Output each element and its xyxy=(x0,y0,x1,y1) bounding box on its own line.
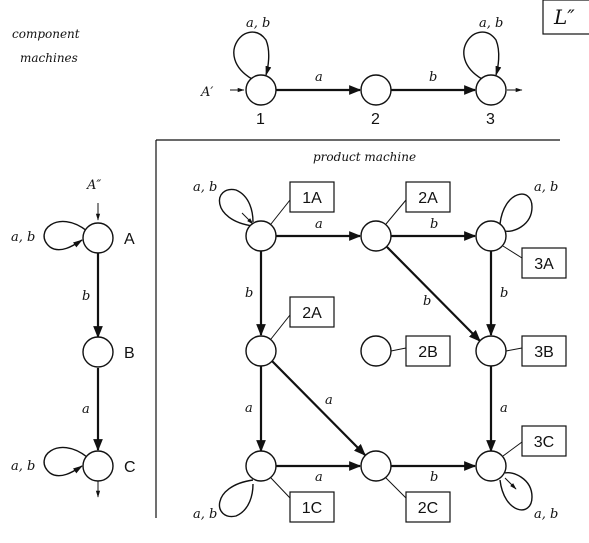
tag-box-1A xyxy=(289,181,335,213)
top-state1-loop xyxy=(233,31,272,80)
component-caption-line2: machines xyxy=(20,51,78,65)
left-state-A xyxy=(82,222,114,254)
tag-leader-3A xyxy=(502,245,523,259)
product-1A-loop-label: a, b xyxy=(193,180,217,195)
product-1C-loop xyxy=(218,479,254,518)
product-3C-loop xyxy=(499,471,533,511)
product-start-arrow xyxy=(241,212,254,225)
top-state3-loop-label: a, b xyxy=(479,16,503,31)
product-state-3B xyxy=(475,335,507,367)
tag-leader-2B xyxy=(390,347,407,352)
top-start-label: A′ xyxy=(200,85,213,100)
tag-2B: 2B xyxy=(418,344,438,361)
tag-1C: 1C xyxy=(302,500,322,517)
tag-box-3C xyxy=(521,425,567,457)
product-state-2A xyxy=(360,220,392,252)
left-start-label: A″ xyxy=(86,178,101,193)
left-state-C xyxy=(82,450,114,482)
product-state-3C xyxy=(475,450,507,482)
tag-box-3B xyxy=(521,335,567,367)
left-stateA-loop xyxy=(43,220,88,251)
title-box xyxy=(542,0,589,35)
product-state-1A xyxy=(245,220,277,252)
product-edge-2A-2C-label: a xyxy=(325,393,333,408)
product-state-2C xyxy=(360,450,392,482)
tag-3C: 3C xyxy=(534,434,554,451)
left-component-machine: A″ a, b a, b b a A B C xyxy=(11,178,136,498)
tag-box-2C xyxy=(405,491,451,523)
tag-3B: 3B xyxy=(534,344,554,361)
top-edge-2-3-label: b xyxy=(429,70,437,85)
tag-leader-1A xyxy=(270,199,291,225)
product-edge-2A-1C-label: a xyxy=(245,401,253,416)
left-stateA-loop-label: a, b xyxy=(11,230,35,245)
product-1A-loop xyxy=(218,188,254,227)
tag-leader-3C xyxy=(502,441,523,457)
tag-2A: 2A xyxy=(418,190,438,207)
product-state-2A-lower xyxy=(245,335,277,367)
product-1C-loop-label: a, b xyxy=(193,507,217,522)
tag-leader-1C xyxy=(270,477,291,499)
top-state-1-label: 1 xyxy=(256,111,265,128)
product-3A-loop-label: a, b xyxy=(534,180,558,195)
top-state-3-label: 3 xyxy=(486,111,495,128)
product-edge-3B-3C-label: a xyxy=(500,401,508,416)
tag-leader-2C xyxy=(385,477,407,499)
tag-leader-2A-lower xyxy=(270,314,291,340)
product-edge-1A-2A-down-label: b xyxy=(245,286,253,301)
left-state-B xyxy=(82,336,114,368)
product-state-2B xyxy=(360,335,392,367)
title-label: L″ xyxy=(553,5,575,29)
top-state-1 xyxy=(245,74,277,106)
tag-box-2B xyxy=(405,335,451,367)
product-edge-1C-2C-label: a xyxy=(315,470,323,485)
left-stateC-loop-label: a, b xyxy=(11,459,35,474)
left-state-A-label: A xyxy=(124,231,135,248)
tag-box-2A-lower xyxy=(289,296,335,328)
product-edge-2C-3C-label: b xyxy=(430,470,438,485)
product-machine: a, b a, b a, b a, b a b b b b a a a b a xyxy=(193,180,567,523)
left-edge-B-C-label: a xyxy=(82,402,90,417)
component-caption-line1: component xyxy=(12,27,80,41)
tag-3A: 3A xyxy=(534,256,554,273)
product-edge-2A-2C xyxy=(271,360,366,456)
product-edge-1A-2A-label: a xyxy=(315,217,323,232)
product-edge-3A-3B-label: b xyxy=(500,286,508,301)
left-state-B-label: B xyxy=(124,345,135,362)
left-edge-A-B-label: b xyxy=(82,289,90,304)
top-state3-loop xyxy=(463,31,502,80)
top-state-2-label: 2 xyxy=(371,111,380,128)
tag-box-3A xyxy=(521,247,567,279)
top-edge-1-2-label: a xyxy=(315,70,323,85)
top-state-3 xyxy=(475,74,507,106)
product-edge-2A-3B xyxy=(386,246,481,342)
product-edge-2A-3B-label: b xyxy=(423,294,431,309)
product-state-3A xyxy=(475,220,507,252)
left-state-C-label: C xyxy=(124,459,136,476)
product-accept-arrow xyxy=(504,477,517,490)
product-3A-loop xyxy=(499,193,533,233)
tag-2A-lower: 2A xyxy=(302,305,322,322)
tag-leader-2A xyxy=(385,199,407,225)
tag-box-1C xyxy=(289,491,335,523)
product-edge-2A-3A-label: b xyxy=(430,217,438,232)
top-state1-loop-label: a, b xyxy=(246,16,270,31)
product-caption: product machine xyxy=(313,150,416,164)
tag-box-2A xyxy=(405,181,451,213)
top-state-2 xyxy=(360,74,392,106)
top-component-machine: A′ a, b a, b a b 1 2 3 xyxy=(200,16,523,128)
tag-leader-3B xyxy=(505,347,523,352)
product-3C-loop-label: a, b xyxy=(534,507,558,522)
tag-2C: 2C xyxy=(418,500,438,517)
tag-1A: 1A xyxy=(302,190,322,207)
left-stateC-loop xyxy=(43,446,88,477)
product-state-1C xyxy=(245,450,277,482)
